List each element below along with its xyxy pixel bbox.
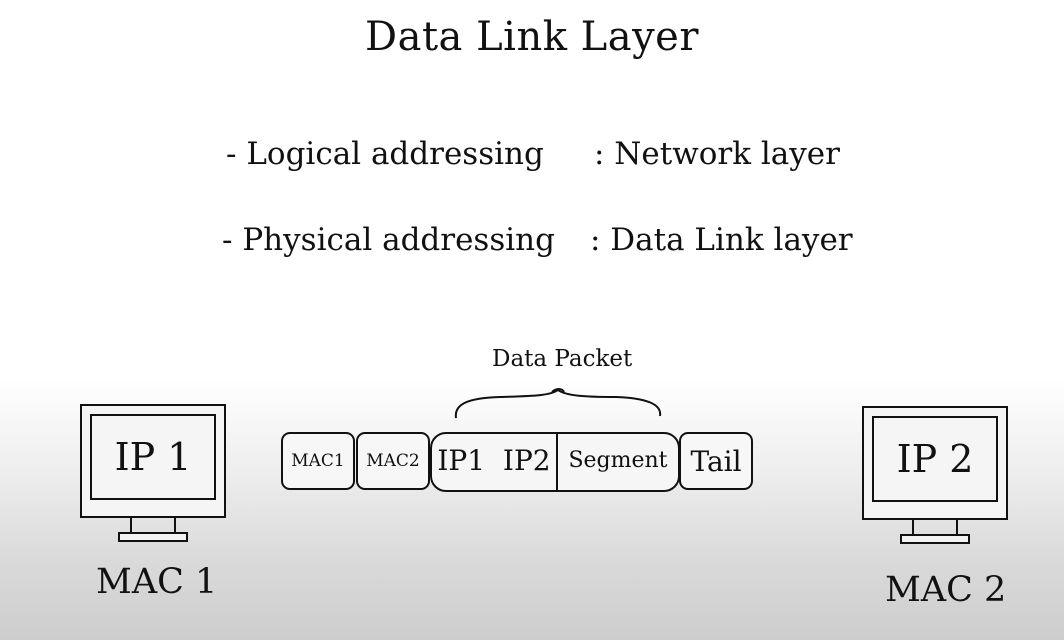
monitor-neck <box>912 520 958 534</box>
packet-field-segment: Segment <box>568 448 668 473</box>
packet-field-mac1: MAC1 <box>281 432 355 490</box>
monitor-base <box>118 532 188 542</box>
packet-payload-box <box>430 432 680 492</box>
host-1-mac-label: MAC 1 <box>96 562 218 602</box>
data-link-layer-label: : Data Link layer <box>590 222 853 258</box>
packet-field-ips: IP1 IP2 <box>437 444 551 477</box>
host-2-screen-label: IP 2 <box>872 416 998 502</box>
network-layer-label: : Network layer <box>594 136 840 172</box>
curly-brace-icon <box>454 388 662 419</box>
packet-field-mac2: MAC2 <box>356 432 430 490</box>
logical-addressing-label: - Logical addressing <box>226 136 544 172</box>
page-title: Data Link Layer <box>365 14 699 60</box>
data-packet-label: Data Packet <box>492 346 633 372</box>
packet-payload-divider <box>556 432 558 492</box>
host-2-mac-label: MAC 2 <box>885 570 1007 610</box>
physical-addressing-label: - Physical addressing <box>222 222 555 258</box>
packet-field-tail: Tail <box>679 432 753 490</box>
monitor-base <box>900 534 970 544</box>
host-1-screen-label: IP 1 <box>90 414 216 500</box>
monitor-neck <box>130 518 176 532</box>
